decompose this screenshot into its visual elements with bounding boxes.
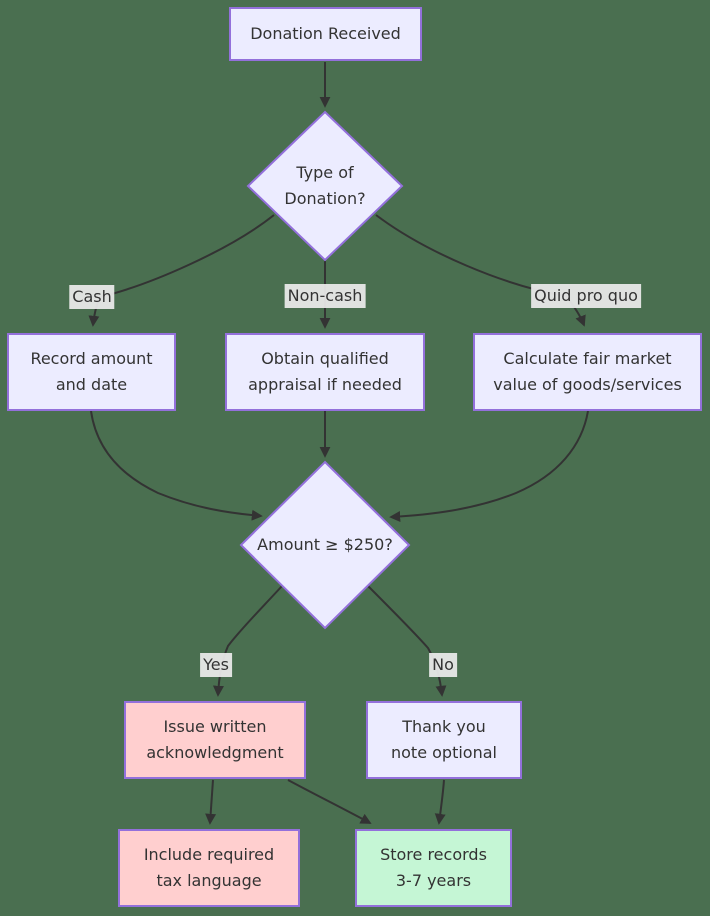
node-issue-written-acknowledgment: Issue written acknowledgment: [124, 701, 306, 779]
decision-label-amount-250: Amount ≥ $250?: [257, 535, 393, 554]
node-include-required-tax-language: Include required tax language: [118, 829, 300, 907]
node-label: Obtain qualified appraisal if needed: [248, 349, 402, 394]
node-label: Include required tax language: [143, 845, 275, 890]
edge-label-quid-pro-quo: Quid pro quo: [531, 284, 641, 308]
node-calculate-fair-market-value: Calculate fair market value of goods/ser…: [473, 333, 702, 411]
edge-thanks-to-store: [434, 779, 446, 825]
node-obtain-qualified-appraisal: Obtain qualified appraisal if needed: [225, 333, 425, 411]
edge-ack-to-tax: [205, 779, 217, 825]
node-label: Calculate fair market value of goods/ser…: [493, 349, 682, 394]
node-store-records: Store records 3-7 years: [355, 829, 512, 907]
edge-label-cash: Cash: [69, 285, 115, 309]
edge-label-no: No: [429, 653, 457, 677]
edge-amount-to-thanks: [367, 585, 447, 697]
decision-amount-250: [239, 460, 411, 630]
edge-type-to-record: [88, 214, 275, 327]
node-record-amount-and-date: Record amount and date: [7, 333, 176, 411]
edge-amount-to-ack: [212, 585, 283, 697]
node-thank-you-note-optional: Thank you note optional: [366, 701, 522, 779]
node-label: Store records 3-7 years: [380, 845, 487, 890]
node-label: Donation Received: [250, 24, 401, 43]
edge-fmv-to-amount: [389, 410, 589, 522]
node-donation-received: Donation Received: [229, 7, 422, 61]
edge-type-to-fmv: [375, 214, 586, 327]
node-label: Thank you note optional: [391, 717, 497, 762]
edge-ack-to-store: [287, 779, 372, 824]
node-label: Issue written acknowledgment: [146, 717, 284, 762]
edge-label-yes: Yes: [200, 653, 232, 677]
edge-label-non-cash: Non-cash: [284, 284, 366, 308]
decision-type-of-donation: [246, 110, 404, 262]
node-label: Record amount and date: [30, 349, 153, 394]
edge-record-to-amount: [90, 410, 263, 521]
decision-label-type-of-donation: Type of Donation?: [284, 163, 366, 208]
